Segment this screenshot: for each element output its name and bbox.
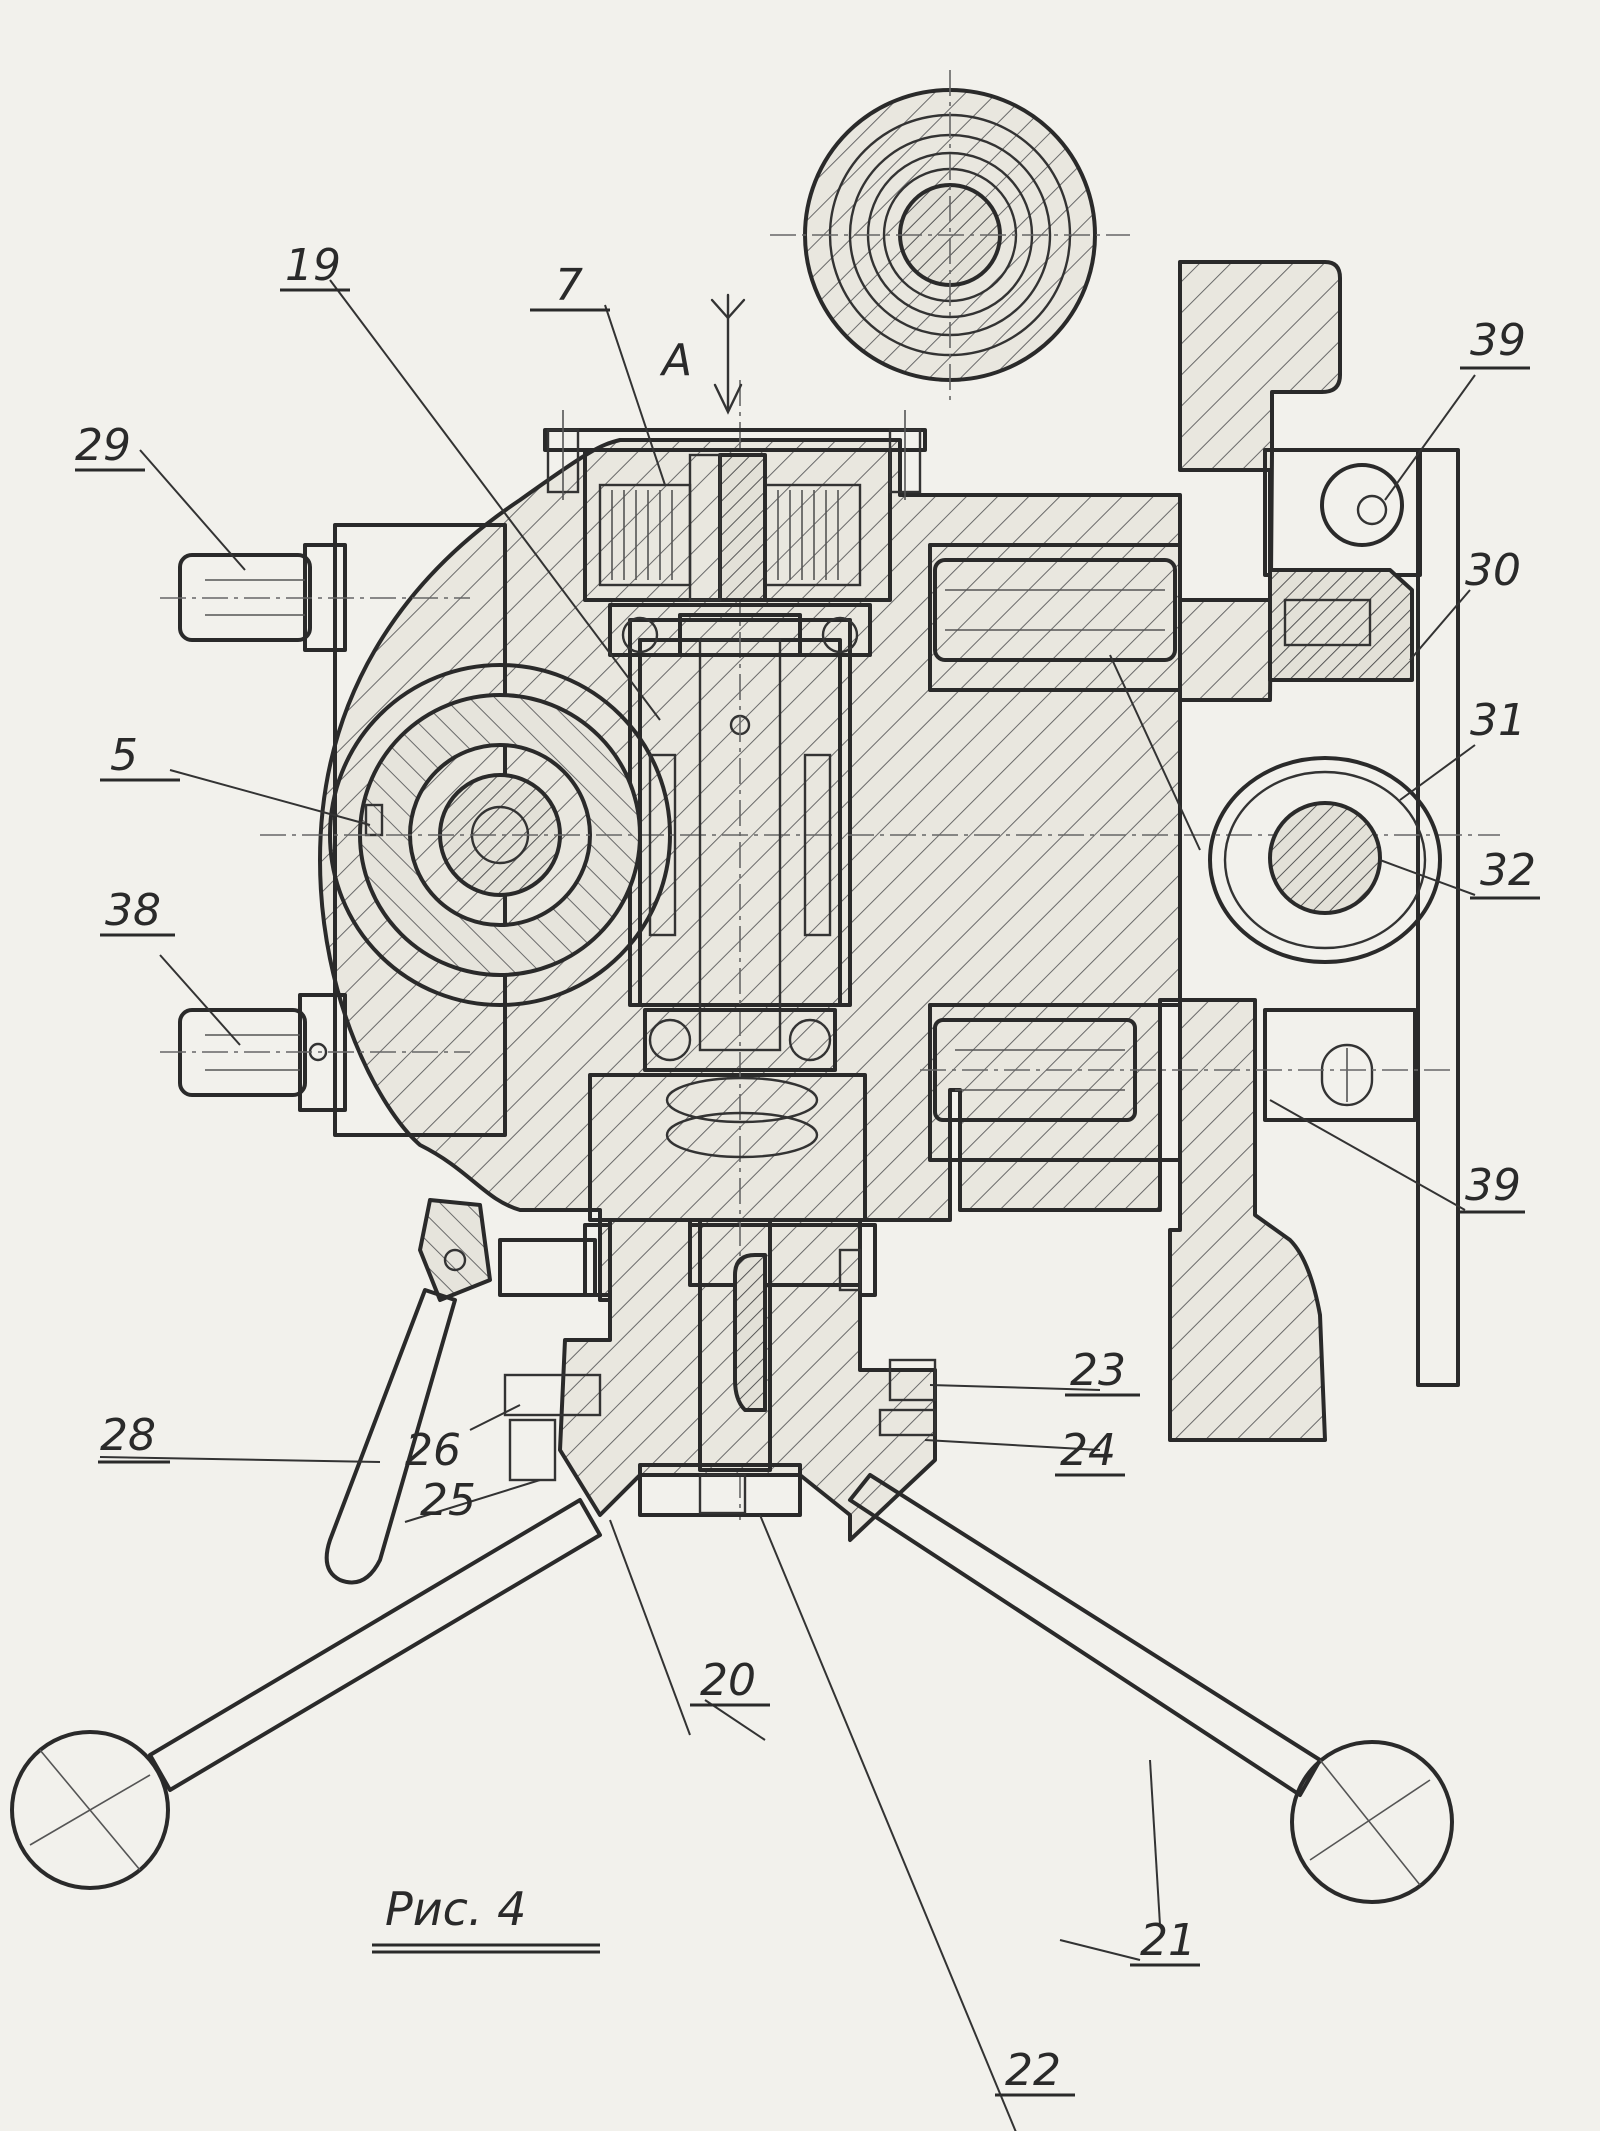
eccentric-roller	[1208, 756, 1442, 964]
caption-text: Рис. 4	[385, 1882, 526, 1936]
label-21: 21	[1140, 1915, 1196, 1966]
label-22: 22	[1005, 2045, 1061, 2096]
label-30: 30	[1465, 545, 1521, 596]
figure-caption: Рис. 4	[372, 1882, 600, 1954]
cover-screw-right	[888, 410, 922, 500]
label-20: 20	[700, 1655, 756, 1706]
label-32: 32	[1480, 845, 1536, 896]
label-25: 25	[420, 1475, 476, 1526]
upper-pin	[933, 558, 1177, 662]
clamp-lever	[324, 1198, 597, 1585]
handle-arm-left	[10, 1498, 602, 1890]
label-7: 7	[555, 260, 583, 311]
bearing-ring-5	[260, 663, 1500, 1007]
spring-section-view	[770, 70, 1130, 400]
view-arrow: A	[659, 293, 746, 415]
label-28: 28	[100, 1410, 156, 1461]
lower-bearings	[643, 1008, 837, 1159]
view-marker-label: A	[659, 335, 692, 386]
bottom-hub	[503, 1218, 937, 1542]
label-26: 26	[405, 1425, 461, 1476]
label-38: 38	[105, 885, 161, 936]
label-31: 31	[1470, 695, 1526, 746]
label-29: 29	[75, 420, 131, 471]
label-39-bottom: 39	[1465, 1160, 1521, 1211]
lower-pin	[920, 1018, 1450, 1122]
label-24: 24	[1060, 1425, 1116, 1476]
right-bracket	[1168, 260, 1460, 1442]
label-39-top: 39	[1470, 315, 1526, 366]
label-19: 19	[285, 240, 341, 291]
label-23: 23	[1070, 1345, 1126, 1396]
part-labels: 29 19 7 39 30 5 31 32 38 39 23 24 28 26 …	[75, 240, 1540, 2097]
leader-lines	[99, 279, 1476, 2131]
cover-screw-left	[546, 410, 580, 500]
label-5: 5	[110, 730, 138, 781]
top-gear-cover	[543, 410, 927, 602]
upper-bearings	[608, 603, 872, 657]
handle-arm-right	[848, 1473, 1454, 1904]
